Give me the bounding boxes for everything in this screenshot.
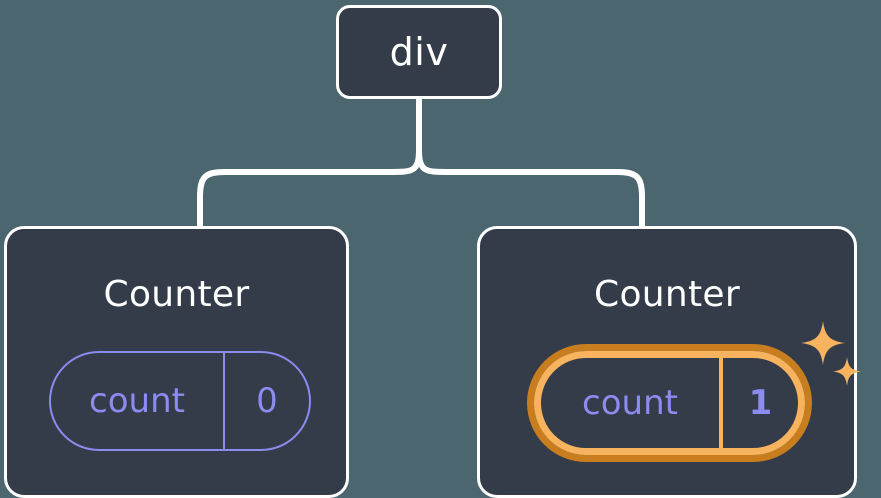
state-key-label: count (582, 383, 678, 423)
state-pill-count[interactable]: count 0 (49, 351, 311, 451)
sparkle-large-icon (801, 321, 845, 365)
tree-node-div[interactable]: div (336, 5, 502, 99)
state-pill-divider (719, 358, 723, 448)
state-key-label: count (89, 381, 185, 421)
connector-to-right-child (416, 147, 645, 229)
component-title: Counter (594, 274, 740, 315)
sparkle-small-icon (833, 357, 861, 386)
component-title: Counter (103, 274, 250, 315)
component-card-counter-left[interactable]: Counter count 0 (4, 226, 349, 498)
state-pill-divider (223, 353, 225, 449)
sparkle-icon (801, 321, 861, 386)
connector-to-left-child (197, 147, 422, 229)
tree-node-div-label: div (389, 30, 449, 74)
state-value-label: 0 (256, 381, 278, 421)
state-pill-highlight-ring: count 1 (534, 351, 805, 455)
component-card-counter-right[interactable]: Counter count 1 (477, 226, 861, 498)
state-value-label: 1 (748, 383, 773, 423)
state-pill-count-highlighted[interactable]: count 1 (527, 344, 812, 462)
